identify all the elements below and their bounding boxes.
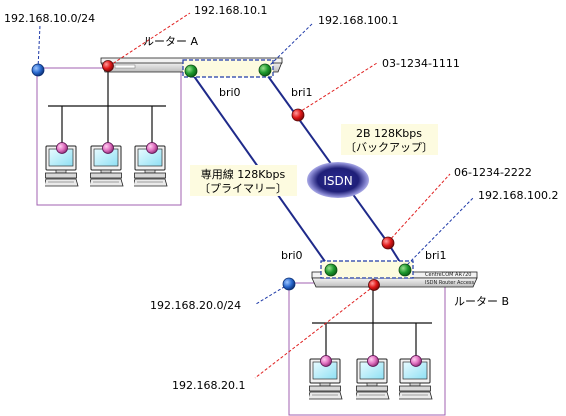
router-a-bri1-port (258, 63, 272, 77)
bri1-b-label: bri1 (425, 249, 447, 262)
bri1-a-address: 192.168.100.1 (318, 14, 398, 27)
callout-bri1-a-isdn (297, 62, 378, 114)
router-b-badge: CentreCOM AR720 (425, 272, 472, 278)
callout-net-b (255, 283, 290, 305)
callout-net-a (37, 24, 41, 70)
svg-text:2B 128Kbps: 2B 128Kbps (356, 127, 422, 140)
callout-bri1-b-isdn (387, 173, 451, 243)
router-b-bri1-port (398, 263, 412, 277)
svg-text:〔プライマリー〕: 〔プライマリー〕 (199, 182, 287, 195)
router-a-bri-box (182, 59, 274, 78)
pc-a1-port (56, 142, 68, 154)
pc-b1-port (320, 355, 332, 367)
router-b-lan-address: 192.168.20.1 (172, 379, 245, 392)
router-b-bri-box (320, 260, 414, 279)
router-a-bri0-port (184, 64, 198, 78)
bri1-b-isdn-number: 06-1234-2222 (454, 166, 532, 179)
router-b-bri1-isdn-port (381, 236, 395, 250)
callout-bri1-a-addr (266, 22, 314, 69)
pc-a3-port (146, 142, 158, 154)
network-a-node (31, 63, 45, 77)
router-a-label: ルーター A (143, 35, 198, 48)
callout-bri1-b-addr (403, 196, 475, 269)
isdn-cloud (307, 162, 369, 198)
bri1-a-isdn-number: 03-1234-1111 (382, 57, 460, 70)
pc-b2-port (367, 355, 379, 367)
router-a-lan-address: 192.168.10.1 (194, 4, 267, 17)
network-b-label: 192.168.20.0/24 (150, 299, 241, 312)
primary-link-label: 専用線 128Kbps 〔プライマリー〕 (190, 165, 297, 196)
router-a-bri1-isdn-port (291, 108, 305, 122)
pc-a2-port (102, 142, 114, 154)
network-a-label: 192.168.10.0/24 (4, 12, 95, 25)
bri1-a-label: bri1 (291, 86, 313, 99)
router-b-lan-port (368, 279, 380, 291)
router-b-badge-sub: ISDN Router Access (425, 280, 474, 286)
isdn-link-upper (264, 71, 389, 244)
bri0-b-label: bri0 (281, 249, 303, 262)
callout-lan-b (254, 285, 375, 379)
network-b-node (282, 277, 296, 291)
backup-link-label: 2B 128Kbps 〔バックアップ〕 (341, 124, 438, 155)
isdn-label: ISDN (323, 174, 352, 188)
router-b-bri0-port (324, 263, 338, 277)
svg-text:専用線 128Kbps: 専用線 128Kbps (201, 167, 286, 181)
svg-text:〔バックアップ〕: 〔バックアップ〕 (345, 141, 433, 154)
bri0-a-label: bri0 (219, 86, 241, 99)
router-a-lan-port (102, 60, 114, 72)
bri1-b-address: 192.168.100.2 (478, 189, 558, 202)
pc-b3-port (410, 355, 422, 367)
callout-lan-a (108, 12, 191, 67)
router-b-label: ルーター B (454, 295, 509, 308)
